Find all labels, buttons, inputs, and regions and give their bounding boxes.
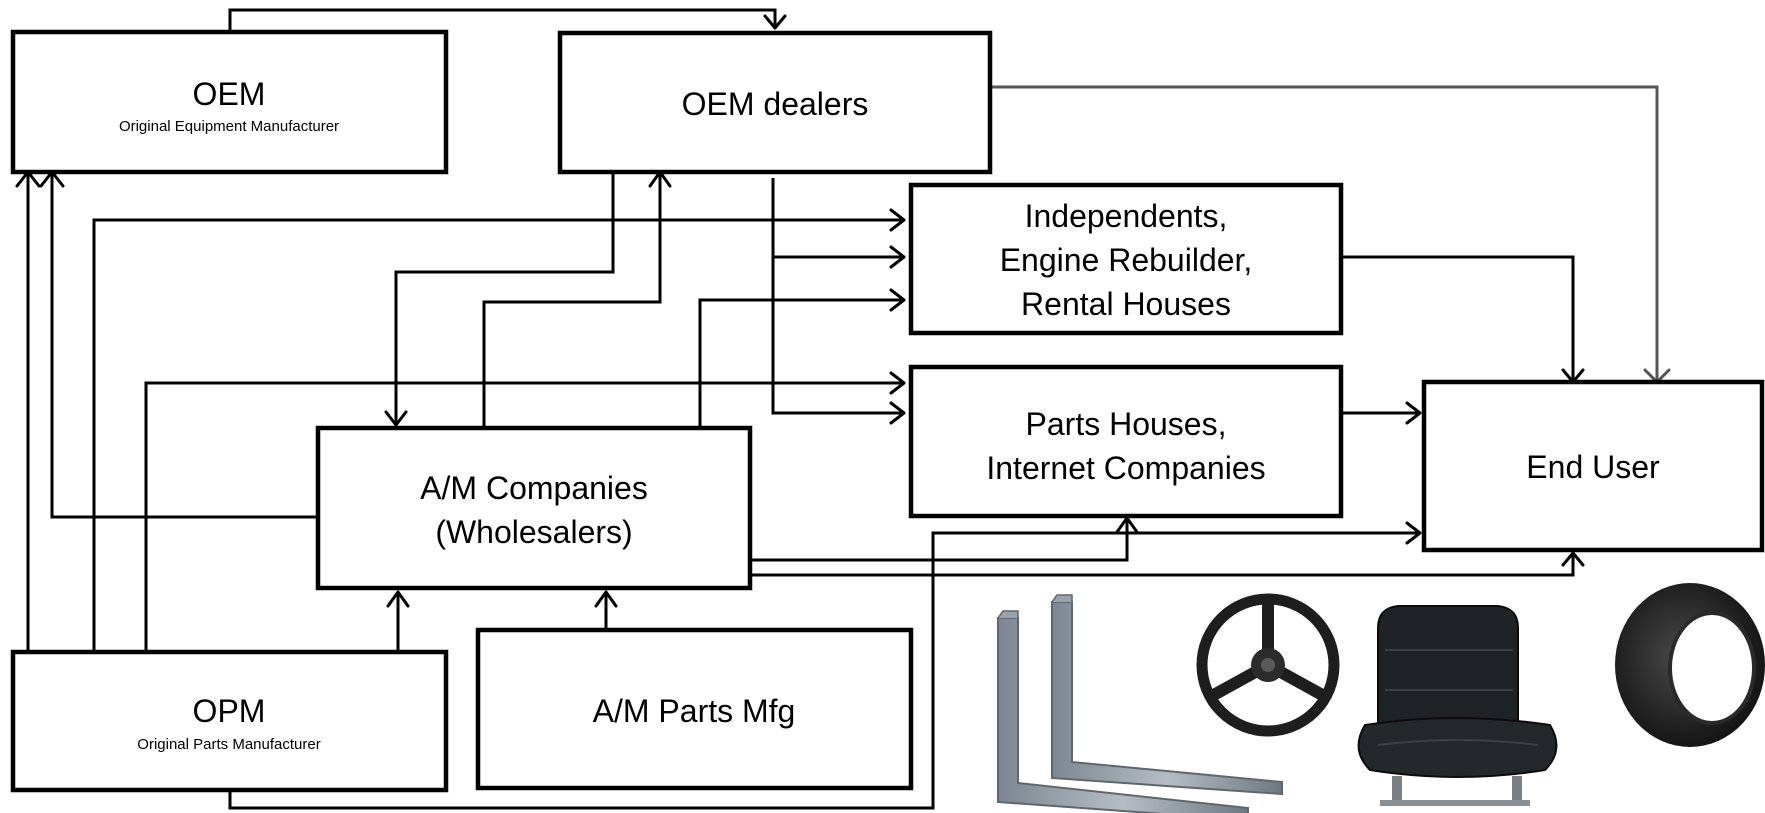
arrowhead (384, 410, 408, 427)
arrowhead (889, 401, 906, 425)
node-parts-houses: Parts Houses, Internet Companies (908, 364, 1344, 519)
arrowhead (594, 590, 618, 608)
arrowhead (763, 14, 787, 30)
steering-wheel-image (1196, 593, 1340, 737)
arrowhead (889, 288, 906, 312)
edge-dealers-to-enduser (990, 85, 1659, 382)
node-independents: Independents, Engine Rebuilder, Rental H… (908, 182, 1344, 336)
edge-independents-to-enduser (1341, 255, 1575, 382)
oem-dealers-title: OEM dealers (682, 86, 869, 122)
am-companies-line-2: (Wholesalers) (435, 514, 632, 550)
am-companies-line-1: A/M Companies (420, 470, 648, 506)
node-end-user: End User (1421, 379, 1765, 553)
node-oem: OEM Original Equipment Manufacturer (10, 29, 449, 175)
node-am-parts-mfg: A/M Parts Mfg (475, 627, 914, 791)
edge-opm-to-independents (92, 218, 904, 652)
forklift-forks-image (997, 594, 1283, 813)
am-parts-mfg-title: A/M Parts Mfg (593, 693, 796, 729)
edge-opm-to-enduser (228, 531, 1420, 810)
arrowhead (889, 208, 906, 232)
arrowhead (889, 245, 906, 269)
arrowhead (1405, 521, 1422, 545)
arrowhead (1561, 551, 1585, 567)
forklift-seat-image (1357, 605, 1558, 806)
node-opm: OPM Original Parts Manufacturer (10, 649, 449, 793)
oem-subtitle: Original Equipment Manufacturer (119, 118, 339, 135)
node-oem-dealers: OEM dealers (557, 30, 993, 175)
edge-am-to-enduser (750, 553, 1575, 577)
node-am-companies: A/M Companies (Wholesalers) (315, 425, 753, 591)
opm-title: OPM (193, 693, 266, 729)
edge-dealers-to-independents-parts (771, 178, 904, 415)
independents-line-2: Engine Rebuilder, (1000, 242, 1253, 278)
arrowhead (386, 590, 410, 608)
independents-line-3: Rental Houses (1021, 286, 1231, 322)
arrowhead (1405, 401, 1422, 425)
parts-houses-line-1: Parts Houses, (1026, 406, 1227, 442)
edge-am-to-parts (750, 518, 1129, 562)
edge-am-to-oem (50, 172, 318, 519)
arrowhead (889, 371, 906, 395)
edge-am-to-dealers (482, 172, 662, 428)
edge-opm-to-parts (144, 381, 904, 652)
edge-am-to-independents (698, 298, 904, 428)
opm-subtitle: Original Parts Manufacturer (137, 736, 320, 753)
end-user-title: End User (1526, 449, 1660, 485)
oem-title: OEM (193, 76, 266, 112)
edge-oem-to-dealers (228, 8, 777, 32)
parts-houses-line-2: Internet Companies (986, 450, 1265, 486)
edge-dealers-to-am (394, 173, 615, 425)
solid-tire-image (1615, 583, 1765, 747)
independents-line-1: Independents, (1025, 198, 1228, 234)
